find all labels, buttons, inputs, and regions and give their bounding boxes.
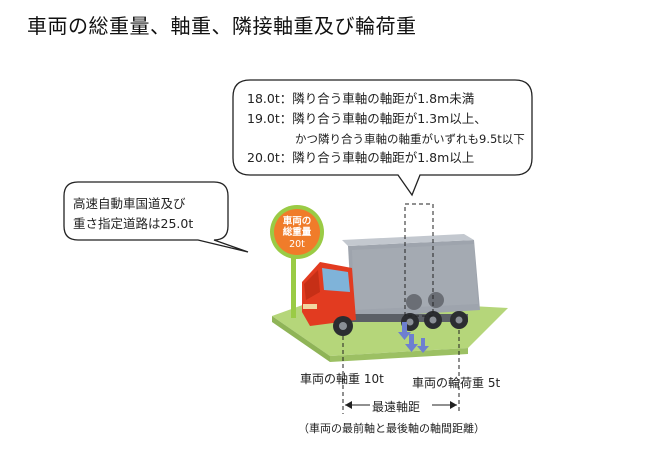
highway-speech-bubble [63,181,249,253]
rules-speech-bubble [232,79,533,197]
sign-weight: 20t [289,239,305,250]
highway-note-line1: 高速自動車国道及び [73,196,186,211]
truck [302,234,480,336]
load-arrows [398,322,429,353]
adjacent-axle-highlight [404,203,434,317]
axle-weight-label: 車両の軸重 10t [300,372,384,386]
sign-line1: 車両の [282,216,312,227]
wheelbase-label: 最遠軸距 [372,400,421,414]
sign-line2: 総重量 [282,227,312,238]
wheel-load-label: 車両の輪荷重 5t [412,376,501,390]
rule-18t: 18.0t：隣り合う車軸の軸距が1.8m未満 [247,91,475,106]
rule-20t: 20.0t：隣り合う車軸の軸距が1.8m以上 [247,150,475,165]
weight-sign [270,205,324,318]
wheelbase-note: （車両の最前軸と最後軸の軸間距離） [298,422,485,435]
highway-note-line2: 重さ指定道路は25.0t [73,216,194,231]
page-title: 車両の総重量、軸重、隣接軸重及び輪荷重 [27,14,417,38]
rule-19t: 19.0t：隣り合う車軸の軸距が1.3m以上、 [247,111,487,126]
wheelbase-dimension [342,330,460,414]
rule-19t-condition: かつ隣り合う車軸の軸重がいずれも9.5t以下 [295,132,525,146]
